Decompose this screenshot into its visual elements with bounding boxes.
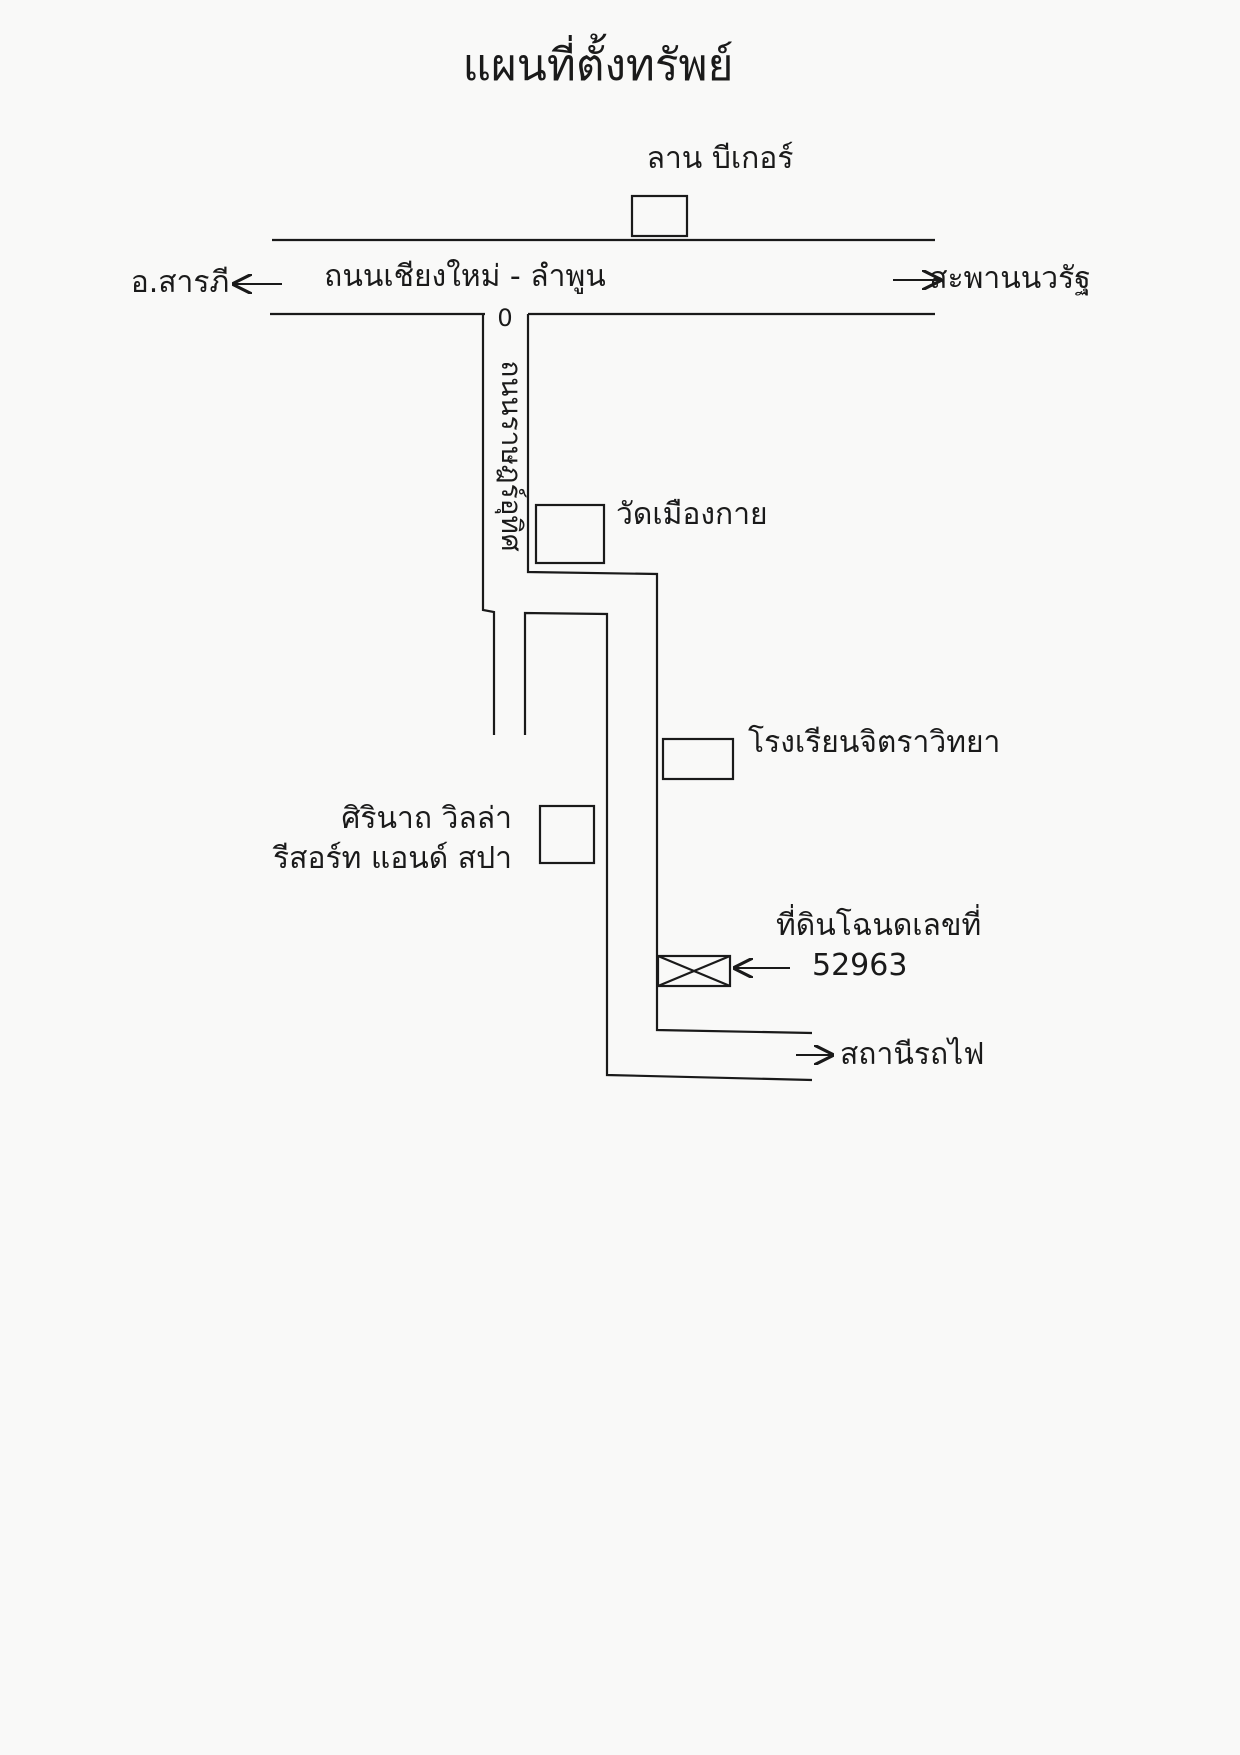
map-title: แผนที่ตั้งทรัพย์ (463, 33, 734, 91)
side-road (481, 314, 813, 1082)
school-label: โรงเรียนจิตราวิทยา (748, 724, 1000, 760)
junction-mark: 0 (497, 304, 512, 332)
property-label: ที่ดินโฉนดเลขที่ (776, 904, 981, 943)
resort-building (538, 804, 596, 865)
bank-label: ลาน บีเกอร์ (647, 141, 794, 176)
west-direction-label: อ.สารภี (131, 265, 230, 300)
east-direction-label: สะพานนวรัฐ (929, 261, 1091, 296)
main-road (270, 238, 935, 316)
school-building (661, 737, 735, 781)
resort-label-line1: ศิรินาถ วิลล่า (341, 801, 512, 836)
resort-label-line2: รีสอร์ท แอนด์ สปา (272, 841, 512, 876)
property-plot-icon (656, 954, 732, 988)
side-road-label: ถนนราษฎร์อุทิศ (494, 360, 528, 552)
bank-building (630, 194, 689, 238)
side-road-west-edge (481, 314, 496, 735)
train-station-label: สถานีรถไฟ (840, 1036, 984, 1072)
side-road-inner-edge (523, 611, 813, 1082)
property-deed-number: 52963 (812, 948, 907, 983)
main-road-label: ถนนเชียงใหม่ - ลำพูน (324, 259, 606, 294)
temple-building (534, 503, 606, 565)
temple-label: วัดเมืองกาย (616, 497, 768, 532)
side-road-east-edge (526, 314, 813, 1035)
